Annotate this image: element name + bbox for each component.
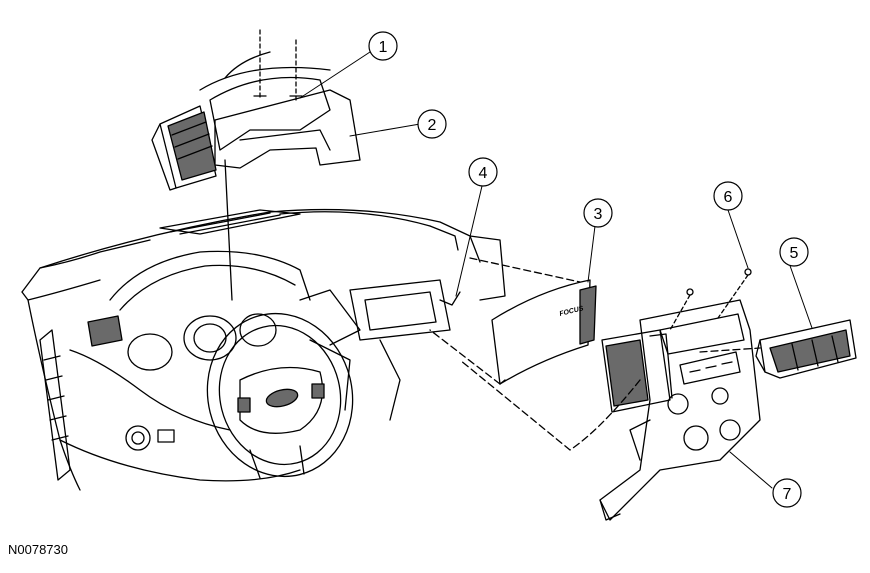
callout-3-circle [583, 198, 613, 228]
part-center-stack [459, 299, 761, 521]
callout-6: 6 [724, 189, 733, 206]
callout-4-circle [468, 157, 498, 187]
part-cluster-bezel [199, 29, 331, 301]
callout-4: 4 [479, 165, 488, 182]
part-bracket-leader [439, 291, 461, 306]
callout-2-circle [417, 109, 447, 139]
callout-6-circle [713, 181, 743, 211]
part-airbag-door [429, 257, 597, 385]
callout-circles [368, 31, 809, 508]
callout-7: 7 [783, 486, 792, 503]
callout-numbers: 1 2 3 4 5 6 7 [379, 39, 799, 503]
callout-2: 2 [428, 117, 437, 134]
instrument-panel [21, 208, 506, 491]
part-finish-panel [214, 89, 361, 169]
callout-5-circle [779, 237, 809, 267]
callout-5: 5 [790, 245, 799, 262]
callout-7-circle [772, 478, 802, 508]
callout-3: 3 [594, 206, 603, 223]
part-left-vent [151, 105, 217, 191]
part-screws [669, 268, 752, 331]
callout-1: 1 [379, 39, 388, 56]
callout-leaders [299, 51, 813, 489]
callout-1-circle [368, 31, 398, 61]
part-center-vent [699, 319, 857, 379]
steering-wheel [206, 289, 361, 479]
figure-reference-id: N0078730 [8, 542, 68, 557]
